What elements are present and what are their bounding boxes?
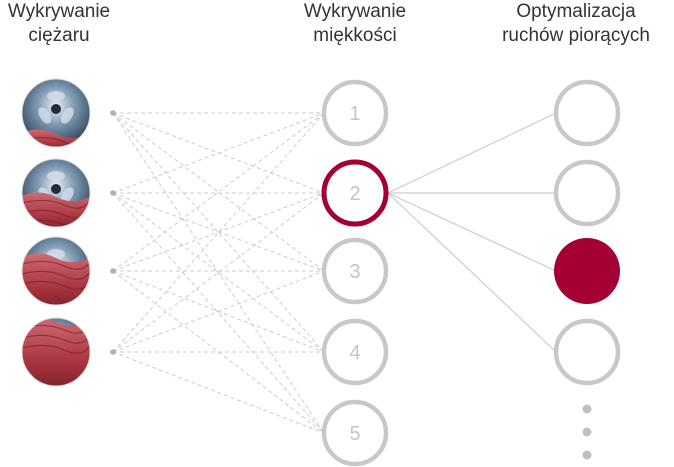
softness-detection-title: Wykrywanie miękkości	[285, 0, 425, 48]
dashed-connector	[112, 112, 325, 434]
solid-connector	[387, 192, 557, 353]
load-level-4-image	[21, 317, 91, 387]
motion-node	[553, 159, 621, 227]
motion-node-active	[554, 238, 620, 304]
weight-title-line-2: ciężaru	[28, 25, 90, 46]
dashed-connector	[112, 351, 325, 434]
input-connector-dot	[110, 190, 116, 196]
optimization-title-line-1: Optymalizacja	[516, 1, 636, 22]
ellipsis-dot	[582, 404, 592, 414]
load-images-column	[21, 78, 116, 387]
softness-node-label: 4	[349, 342, 360, 364]
softness-node-label: 2	[349, 183, 360, 205]
softness-node-2: 2	[321, 159, 389, 227]
dashed-connector	[112, 192, 325, 353]
input-connector-dot	[110, 268, 116, 274]
softness-node-3: 3	[321, 237, 389, 305]
motion-node	[553, 318, 621, 386]
softness-title-line-1: Wykrywanie	[303, 1, 407, 22]
softness-nodes-column: 1 2 3 4 5	[321, 79, 389, 467]
input-connector-dot	[110, 110, 116, 116]
ellipsis-dot	[582, 450, 592, 460]
motion-nodes-column	[553, 79, 621, 386]
softness-node-4: 4	[321, 318, 389, 386]
softness-node-label: 1	[349, 103, 360, 125]
optimization-title-line-2: ruchów piorących	[502, 25, 650, 46]
dashed-connector	[112, 270, 325, 353]
input-connector-dot	[110, 349, 116, 355]
dashed-connector	[112, 112, 325, 194]
motion-node	[553, 79, 621, 147]
more-dots-indicator	[582, 404, 592, 460]
weight-detection-title: Wykrywanie ciężaru	[0, 0, 118, 48]
connector-layer	[112, 112, 557, 434]
softness-node-label: 3	[349, 261, 360, 283]
solid-connector	[387, 192, 557, 272]
weight-title-line-1: Wykrywanie	[7, 1, 111, 22]
softness-node-1: 1	[321, 79, 389, 147]
softness-node-label: 5	[349, 423, 360, 445]
softness-title-line-2: miękkości	[313, 25, 397, 46]
dashed-connector	[112, 192, 325, 353]
dashed-connector	[112, 112, 325, 272]
dashed-connector	[112, 112, 325, 272]
motion-optimization-title: Optymalizacja ruchów piorących	[478, 0, 674, 48]
dashed-connector	[112, 192, 325, 272]
load-level-1-image	[21, 78, 91, 148]
dashed-connector	[112, 192, 325, 434]
ellipsis-dot	[582, 427, 592, 437]
solid-connector	[387, 112, 557, 194]
load-level-2-image	[21, 158, 91, 228]
load-level-3-image	[21, 236, 91, 306]
softness-node-5: 5	[321, 399, 389, 467]
